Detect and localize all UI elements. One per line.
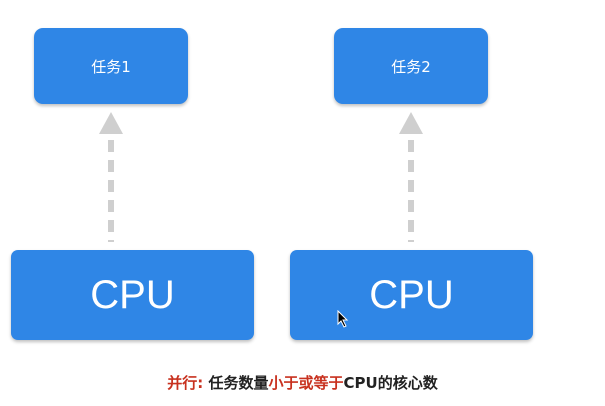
caption-prefix: 并行: (167, 374, 204, 392)
caption-part2: CPU的核心数 (343, 374, 438, 392)
task-1-label: 任务1 (91, 57, 131, 76)
cpu-1-label: CPU (90, 272, 175, 317)
mouse-pointer-icon (337, 310, 349, 328)
caption-part1: 任务数量 (203, 374, 269, 392)
task-2-label: 任务2 (391, 57, 431, 76)
cpu-2-box: CPU (290, 250, 533, 340)
task-2-box: 任务2 (334, 28, 488, 104)
cpu-2-label: CPU (369, 272, 454, 317)
task-1-box: 任务1 (34, 28, 188, 104)
caption-highlight: 小于或等于 (268, 374, 344, 392)
cpu-1-box: CPU (11, 250, 254, 340)
dashed-up-arrow-icon (399, 112, 423, 242)
caption: 并行: 任务数量小于或等于CPU的核心数 (0, 372, 605, 393)
dashed-up-arrow-icon (99, 112, 123, 242)
